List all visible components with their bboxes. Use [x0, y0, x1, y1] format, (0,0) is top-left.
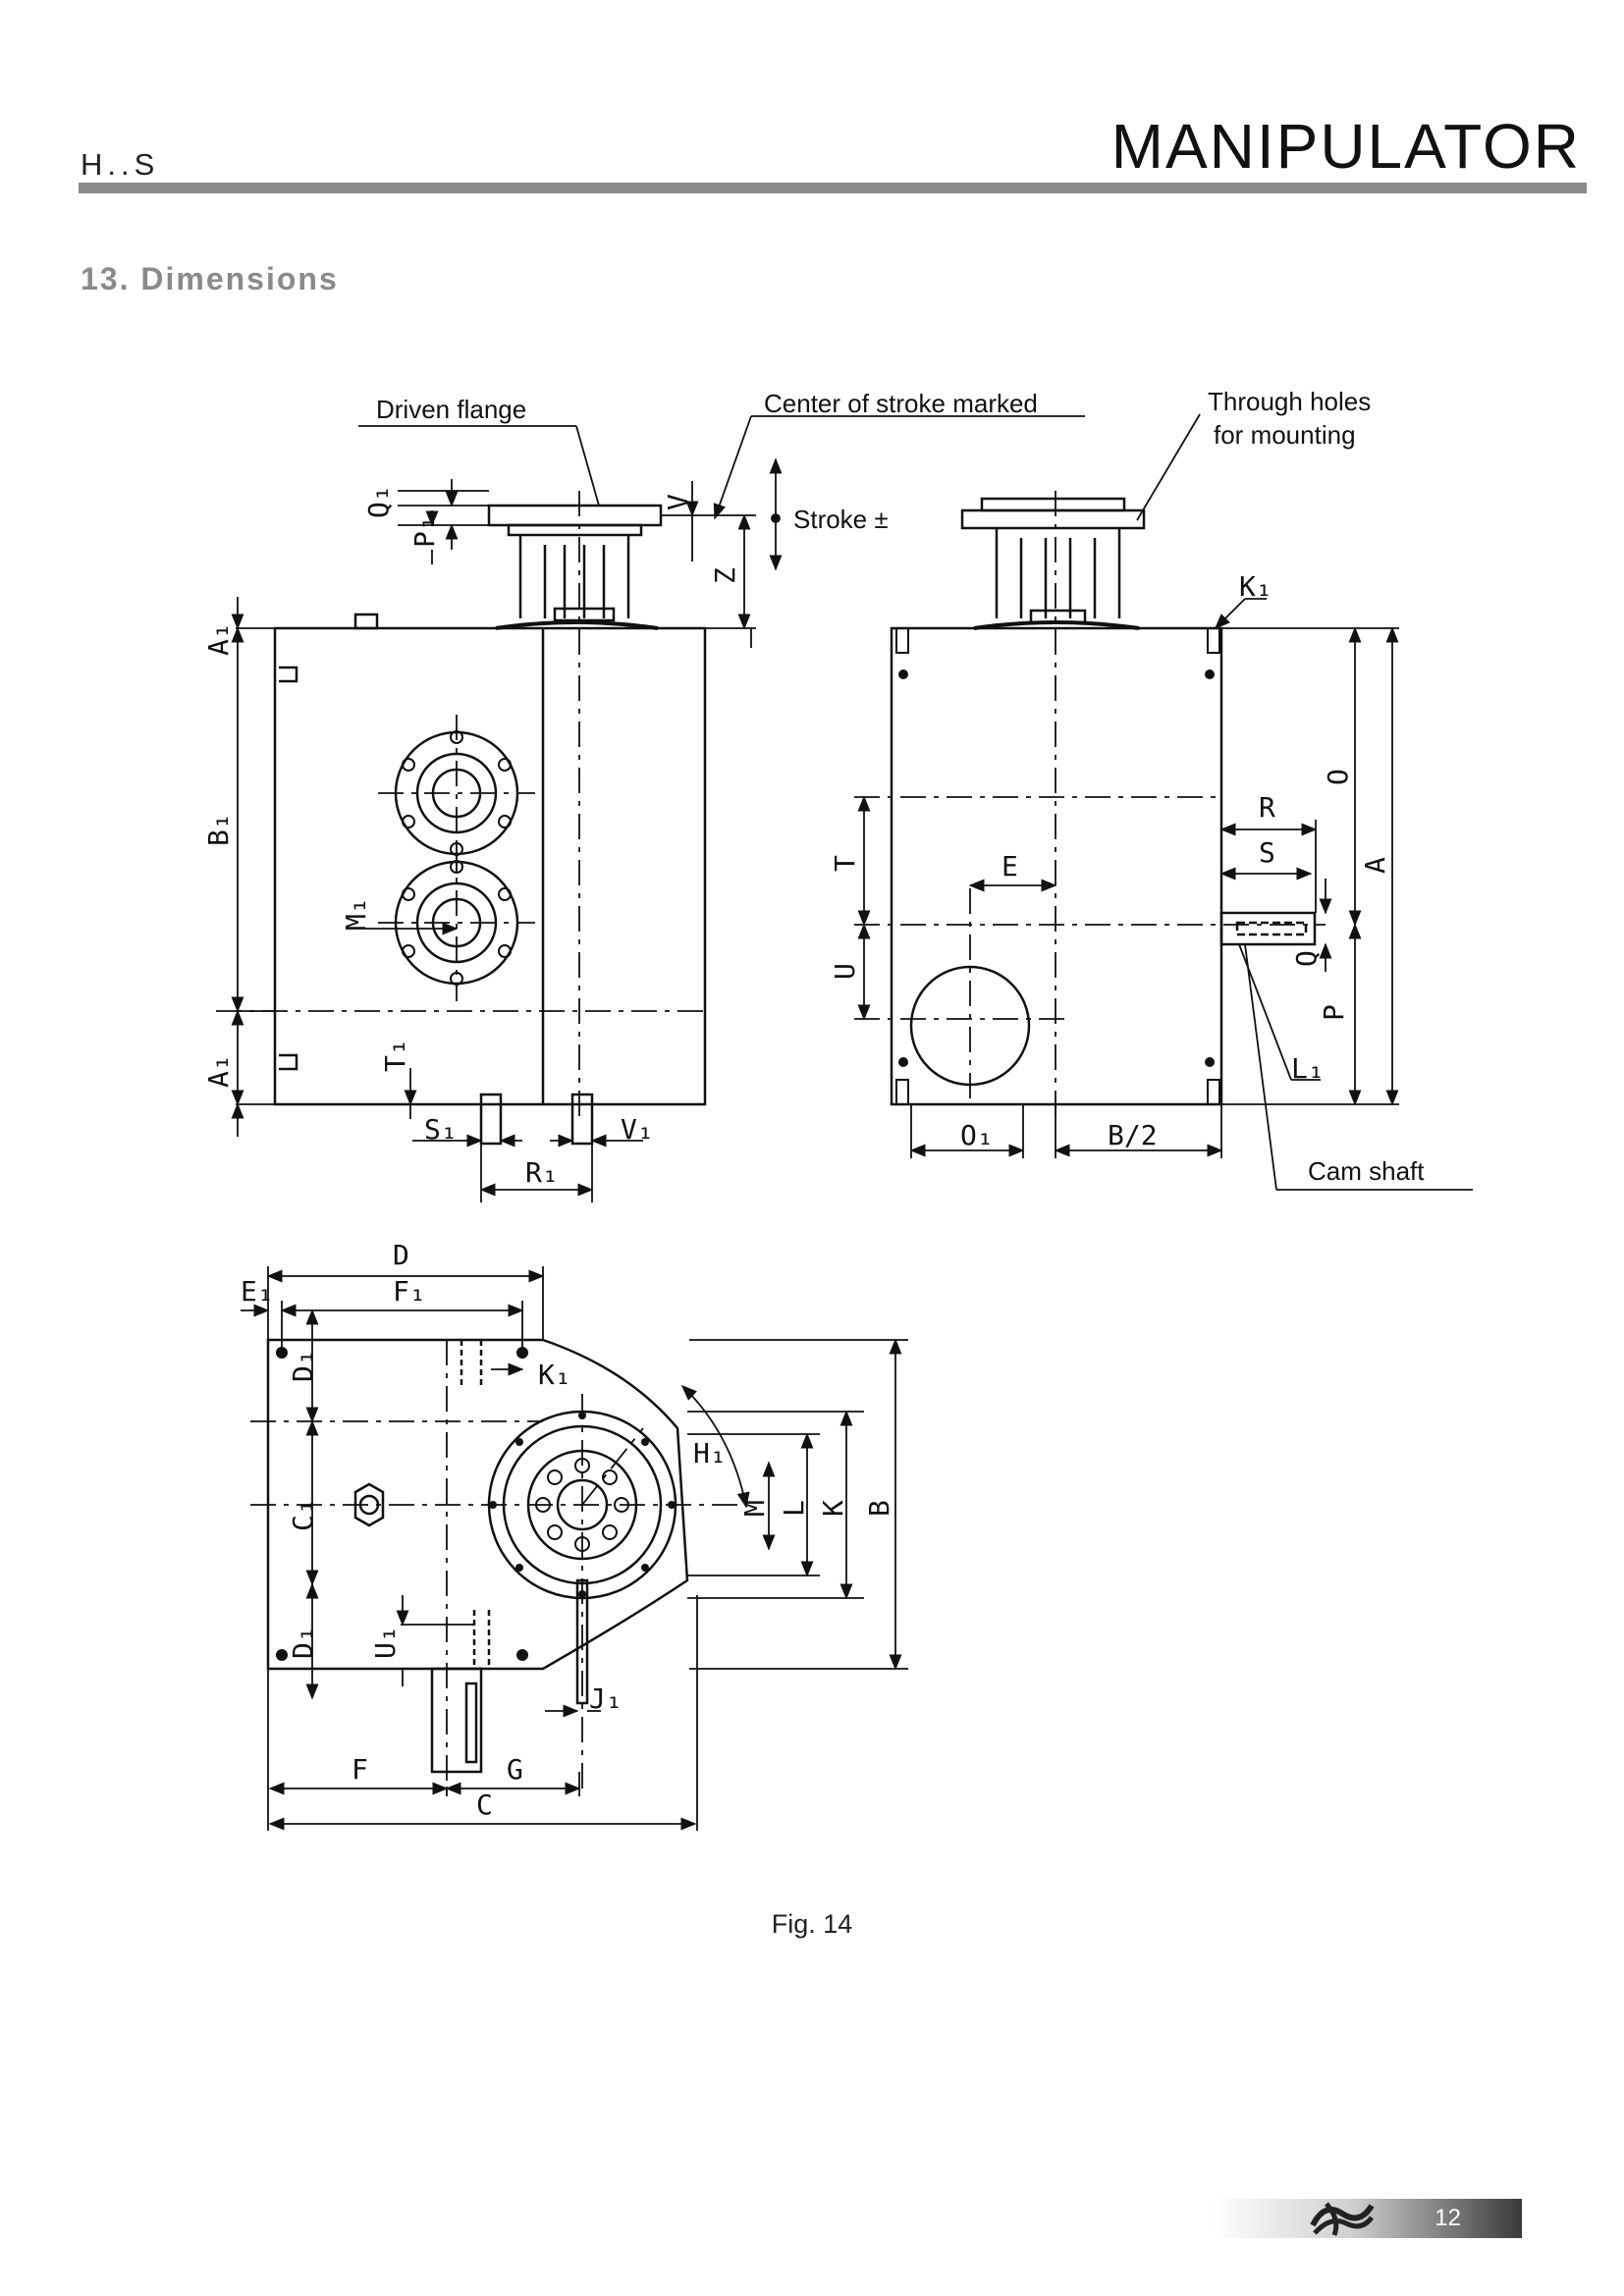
dim-o1: O₁ — [960, 1119, 994, 1151]
front-view-dots — [898, 669, 1215, 1067]
page-footer: 12 — [1213, 2199, 1522, 2238]
side-view-centerlines — [216, 491, 705, 1119]
dim-v-top: V — [662, 494, 694, 510]
dim-k: K — [817, 1500, 849, 1517]
section-heading: 13. Dimensions — [81, 261, 339, 296]
page-number: 12 — [1435, 2205, 1461, 2231]
front-view-centerlines — [854, 491, 1326, 1119]
dim-c: C — [476, 1789, 493, 1821]
dim-d1-top: D₁ — [287, 1349, 319, 1382]
dim-p1: P₁ — [408, 514, 441, 548]
side-view-bolt-holes — [402, 730, 512, 986]
dim-t1: T₁ — [379, 1039, 411, 1072]
dim-q1: Q₁ — [362, 485, 395, 518]
callout-center-of-stroke: Center of stroke marked — [764, 389, 1038, 418]
front-view-labels: Through holes for mounting Cam shaft K₁ … — [829, 387, 1425, 1186]
dim-s1: S₁ — [424, 1113, 458, 1146]
plan-view — [266, 1338, 689, 1774]
plan-view-labels: D F₁ E₁ K₁ H₁ J₁ F G C D₁ C₁ D₁ U₁ M L K… — [241, 1239, 895, 1821]
side-view-labels: Driven flange Center of stroke marked St… — [202, 389, 1038, 1189]
dim-k1-plan: K₁ — [538, 1359, 571, 1391]
dim-s: S — [1259, 836, 1275, 869]
dim-b1: B₁ — [202, 813, 235, 846]
dim-m1: M₁ — [340, 897, 372, 931]
dim-g: G — [507, 1753, 523, 1786]
dim-o: O — [1322, 769, 1354, 785]
header-rule — [79, 183, 1587, 193]
dim-u1: U₁ — [369, 1626, 402, 1659]
dim-p: P — [1318, 1004, 1350, 1021]
dim-a1-bottom: A₁ — [202, 1054, 235, 1088]
dim-l: L — [778, 1500, 810, 1517]
dim-e1: E₁ — [241, 1275, 274, 1308]
dim-b: B — [863, 1500, 895, 1517]
callout-stroke: Stroke ± — [793, 505, 889, 534]
dim-f1: F₁ — [393, 1275, 426, 1308]
dim-r1: R₁ — [525, 1156, 559, 1189]
side-view-dimension-lines — [231, 415, 1085, 1202]
side-view — [273, 504, 707, 1146]
dim-v1: V₁ — [621, 1113, 654, 1146]
plan-view-centerlines — [250, 1340, 746, 1796]
dim-r: R — [1259, 791, 1275, 824]
front-view-dimension-lines — [857, 413, 1473, 1191]
dim-d1-bottom: D₁ — [287, 1626, 319, 1659]
dim-l1: L₁ — [1291, 1052, 1325, 1085]
footer-gradient-bar — [1213, 2199, 1522, 2238]
callout-through-holes-line2: for mounting — [1214, 420, 1356, 450]
company-logo-icon — [1310, 2202, 1375, 2236]
dim-e: E — [1001, 850, 1018, 882]
callout-driven-flange: Driven flange — [376, 395, 526, 424]
dim-d: D — [393, 1239, 409, 1271]
dim-t: T — [829, 855, 861, 872]
dim-j1: J₁ — [589, 1682, 623, 1715]
document-model-code: H..S — [81, 147, 160, 182]
dim-m: M — [738, 1500, 771, 1517]
dim-u: U — [829, 963, 861, 980]
dim-k1-front: K₁ — [1239, 570, 1272, 603]
document-product-title: MANIPULATOR — [1110, 111, 1581, 182]
dim-c1: C₁ — [287, 1498, 319, 1531]
callout-cam-shaft: Cam shaft — [1308, 1156, 1425, 1186]
dim-q: Q — [1290, 950, 1323, 967]
dim-a1-top: A₁ — [202, 622, 235, 656]
dim-h1: H₁ — [693, 1437, 727, 1469]
dim-f: F — [352, 1753, 368, 1786]
callout-through-holes-line1: Through holes — [1208, 387, 1371, 416]
dimension-drawing: Driven flange Center of stroke marked St… — [202, 387, 1473, 1831]
figure-caption: Fig. 14 — [771, 1909, 853, 1939]
front-view — [890, 497, 1317, 1106]
plan-view-dimension-lines — [241, 1266, 908, 1831]
dim-b-half: B/2 — [1108, 1119, 1158, 1151]
dim-z: Z — [709, 567, 741, 584]
dim-a: A — [1359, 857, 1391, 874]
